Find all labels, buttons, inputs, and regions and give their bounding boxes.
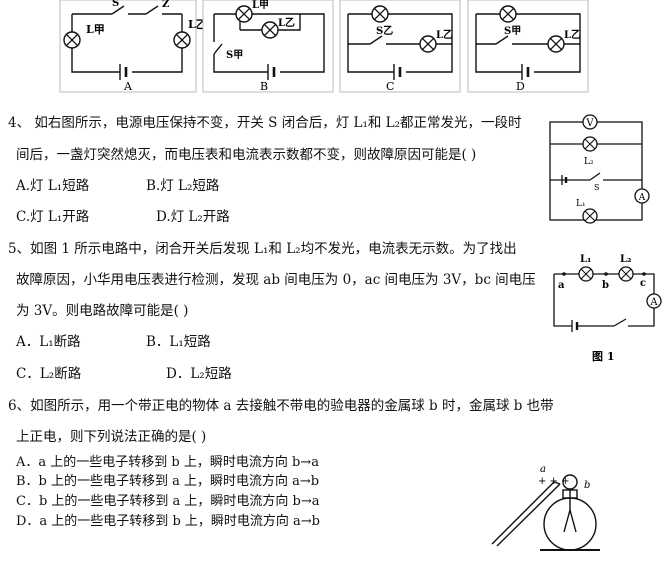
svg-text:L乙: L乙 bbox=[436, 29, 453, 41]
svg-text:a: a bbox=[558, 280, 565, 291]
svg-text:S甲: S甲 bbox=[226, 49, 243, 61]
q4-option-a: A.灯 L₁短路 bbox=[16, 178, 90, 194]
svg-text:L乙: L乙 bbox=[564, 29, 581, 41]
svg-text:L乙: L乙 bbox=[278, 17, 295, 29]
svg-text:S乙: S乙 bbox=[376, 25, 393, 37]
q4-stem-line1: 4、 如右图所示，电源电压保持不变，开关 S 闭合后，灯 L₁和 L₂都正常发光… bbox=[8, 115, 522, 131]
q4-stem-line2: 间后，一盏灯突然熄灭，而电压表和电流表示数都不变，则故障原因可能是( ) bbox=[16, 147, 477, 163]
svg-text:图 1: 图 1 bbox=[592, 350, 614, 363]
svg-text:L₁: L₁ bbox=[576, 199, 586, 209]
q5-circuit-figure: A L₁ L₂ a b c 图 1 bbox=[553, 254, 662, 363]
q4-option-d: D.灯 L₂开路 bbox=[156, 209, 230, 225]
q6-electroscope-figure: a + + + b bbox=[491, 464, 600, 551]
svg-text:V: V bbox=[585, 118, 594, 129]
circuit-a-lamp-label: L甲 bbox=[86, 23, 105, 36]
svg-text:b: b bbox=[602, 280, 609, 291]
svg-text:L甲: L甲 bbox=[252, 0, 269, 11]
q4-option-c: C.灯 L₁开路 bbox=[16, 209, 90, 225]
q5-option-d: D．L₂短路 bbox=[166, 366, 232, 382]
circuit-d-label: D bbox=[516, 80, 525, 93]
q4-option-b: B.灯 L₂短路 bbox=[146, 178, 220, 194]
circuit-d bbox=[467, 0, 589, 93]
circuit-c bbox=[339, 0, 461, 93]
q6-stem-line2: 上正电，则下列说法正确的是( ) bbox=[16, 429, 207, 445]
svg-text:a: a bbox=[540, 464, 546, 475]
svg-text:L₂: L₂ bbox=[620, 254, 631, 265]
q4-circuit-figure: V L₂ S A L₁ bbox=[549, 114, 650, 224]
q5-option-c: C．L₂断路 bbox=[16, 366, 82, 382]
svg-text:c: c bbox=[640, 278, 646, 289]
q6-stem-line1: 6、如图所示，用一个带正电的物体 a 去接触不带电的验电器的金属球 b 时，金属… bbox=[8, 398, 554, 414]
q5-stem-line1: 5、如图 1 所示电路中，闭合开关后发现 L₁和 L₂均不发光，电流表无示数。为… bbox=[8, 241, 517, 257]
q5-stem-line3: 为 3V。则电路故障可能是( ) bbox=[16, 303, 189, 319]
circuit-b bbox=[202, 0, 334, 93]
q6-option-a: A．a 上的一些电子转移到 b 上，瞬时电流方向 b→a bbox=[16, 455, 319, 470]
svg-text:Z: Z bbox=[162, 0, 169, 10]
svg-text:L₁: L₁ bbox=[580, 254, 591, 265]
svg-text:+ + +: + + + bbox=[538, 476, 570, 487]
svg-text:b: b bbox=[584, 480, 590, 491]
q5-stem-line2: 故障原因，小华用电压表进行检测，发现 ab 间电压为 0，ac 间电压为 3V，… bbox=[16, 272, 536, 288]
svg-text:S甲: S甲 bbox=[504, 25, 521, 37]
svg-text:S: S bbox=[594, 183, 599, 192]
q5-option-a: A．L₁断路 bbox=[16, 334, 81, 350]
svg-text:L乙: L乙 bbox=[188, 18, 207, 31]
q5-option-b: B．L₁短路 bbox=[146, 334, 211, 350]
q6-option-d: D．a 上的一些电子转移到 b 上，瞬时电流方向 a→b bbox=[16, 514, 320, 529]
circuit-a bbox=[59, 0, 197, 93]
q6-option-c: C．b 上的一些电子转移到 a 上，瞬时电流方向 b→a bbox=[16, 494, 320, 509]
svg-text:L₂: L₂ bbox=[584, 157, 594, 167]
svg-text:S: S bbox=[112, 0, 119, 9]
circuit-b-label: B bbox=[260, 80, 268, 93]
svg-text:A: A bbox=[649, 297, 658, 308]
circuit-a-label: A bbox=[123, 80, 133, 93]
circuit-c-label: C bbox=[386, 80, 394, 93]
svg-text:A: A bbox=[638, 193, 646, 203]
top-circuit-figures: L甲 L乙 S Z A L甲 L乙 S甲 B S乙 L乙 C bbox=[59, 0, 589, 93]
q6-option-b: B．b 上的一些电子转移到 a 上，瞬时电流方向 a→b bbox=[16, 474, 320, 489]
